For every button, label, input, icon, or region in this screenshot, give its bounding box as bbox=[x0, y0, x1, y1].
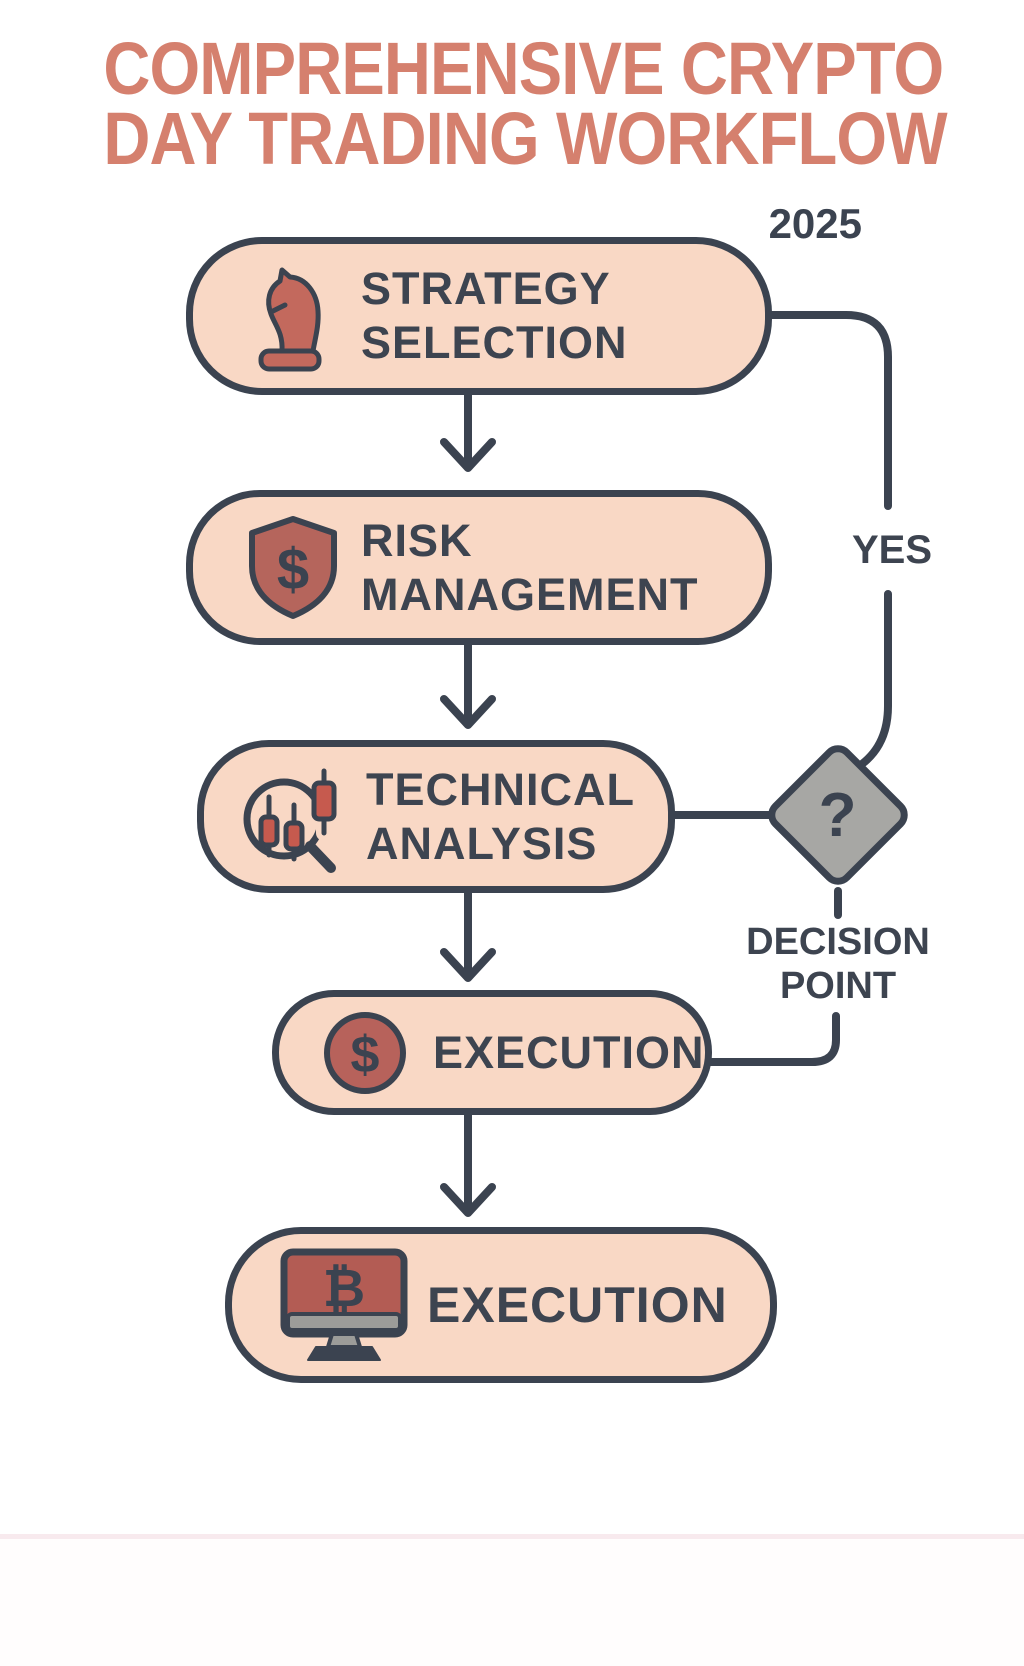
decision-point-label: DECISION POINT bbox=[746, 921, 930, 1007]
question-mark-glyph: ? bbox=[819, 780, 857, 850]
step-execution-final: ₿ EXECUTION bbox=[225, 1227, 777, 1383]
step-risk-management: $ RISK MANAGEMENT bbox=[186, 490, 772, 645]
year-label: 2025 bbox=[768, 200, 862, 247]
step-label: EXECUTION bbox=[433, 1026, 705, 1078]
step-strategy-selection: STRATEGY SELECTION bbox=[186, 237, 772, 395]
footer-divider bbox=[0, 1534, 1024, 1539]
footer-area bbox=[0, 1539, 1024, 1666]
dollar-coin-icon: $ bbox=[323, 1011, 407, 1095]
step-execution: $ EXECUTION bbox=[272, 990, 712, 1115]
line-yes-upper bbox=[766, 311, 892, 510]
line-yes-lower bbox=[858, 590, 892, 768]
step-label: TECHNICAL ANALYSIS bbox=[366, 763, 635, 869]
yes-edge-label: YES bbox=[851, 528, 933, 572]
step-label: RISK MANAGEMENT bbox=[361, 514, 699, 620]
bitcoin-monitor-icon: ₿ bbox=[278, 1248, 413, 1362]
page-title-line2: DAY TRADING WORKFLOW bbox=[103, 97, 947, 180]
step-label: STRATEGY SELECTION bbox=[361, 263, 628, 368]
arrow-execution-to-execution2-head bbox=[440, 1183, 496, 1217]
page-title-line1: COMPREHENSIVE CRYPTO bbox=[103, 27, 944, 110]
page-title: COMPREHENSIVE CRYPTO DAY TRADING WORKFLO… bbox=[52, 27, 947, 180]
shield-dollar-icon: $ bbox=[247, 514, 339, 622]
bitcoin-glyph: ₿ bbox=[323, 1259, 365, 1319]
arrow-technical-to-execution-head bbox=[440, 948, 496, 982]
arrow-strategy-to-risk-head bbox=[440, 438, 496, 472]
chess-knight-icon bbox=[249, 255, 329, 377]
candlestick-magnifier-icon bbox=[236, 761, 354, 873]
line-decision-to-execution bbox=[706, 1012, 840, 1066]
shield-dollar-glyph: $ bbox=[277, 537, 309, 602]
step-technical-analysis: TECHNICAL ANALYSIS bbox=[197, 740, 675, 893]
arrow-risk-to-technical-head bbox=[440, 695, 496, 729]
step-label: EXECUTION bbox=[427, 1277, 728, 1333]
coin-dollar-glyph: $ bbox=[351, 1026, 380, 1084]
